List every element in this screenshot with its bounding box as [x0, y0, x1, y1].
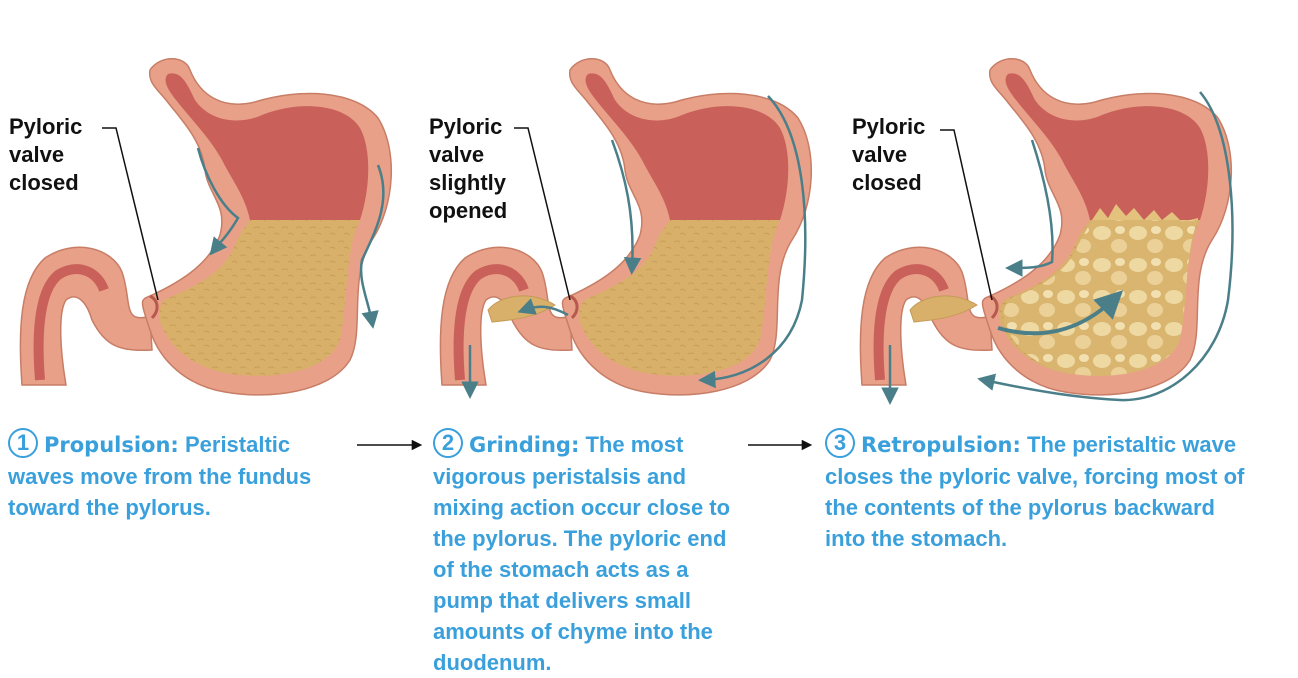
step-text: The peristaltic wave closes the pyloric … [825, 432, 1245, 551]
peristalsis-arrow [1005, 139, 1054, 277]
peristalsis-arrow [977, 91, 1234, 402]
pyloric-valve-label: Pyloric valve slightly opened [429, 114, 508, 223]
step-title: Retropulsion: [861, 433, 1021, 457]
peristalsis-arrow [610, 139, 642, 275]
panel-1-stomach [20, 59, 391, 395]
step-number-badge: 3 [825, 428, 855, 458]
pyloric-valve-label: Pyloric valve closed [9, 114, 83, 195]
peristalsis-arrow [698, 95, 807, 389]
peristalsis-arrow [359, 164, 385, 329]
step-text: The most vigorous peristalsis and mixing… [433, 432, 731, 675]
step-title: Propulsion: [44, 433, 179, 457]
leader-line [940, 129, 993, 301]
panel-3-stomach [860, 59, 1234, 405]
peristalsis-arrow [196, 147, 240, 256]
step-title: Grinding: [469, 433, 580, 457]
step-text: Peristaltic waves move from the fundus t… [8, 432, 312, 520]
step-number-badge: 2 [433, 428, 463, 458]
leader-line [102, 127, 159, 301]
retropulsion-arrow [997, 290, 1124, 336]
leader-line [514, 127, 571, 301]
chyme-arrow [517, 298, 569, 317]
panel-2-stomach [440, 59, 811, 395]
step-number-badge: 1 [8, 428, 38, 458]
pyloric-valve-label: Pyloric valve closed [852, 114, 926, 195]
